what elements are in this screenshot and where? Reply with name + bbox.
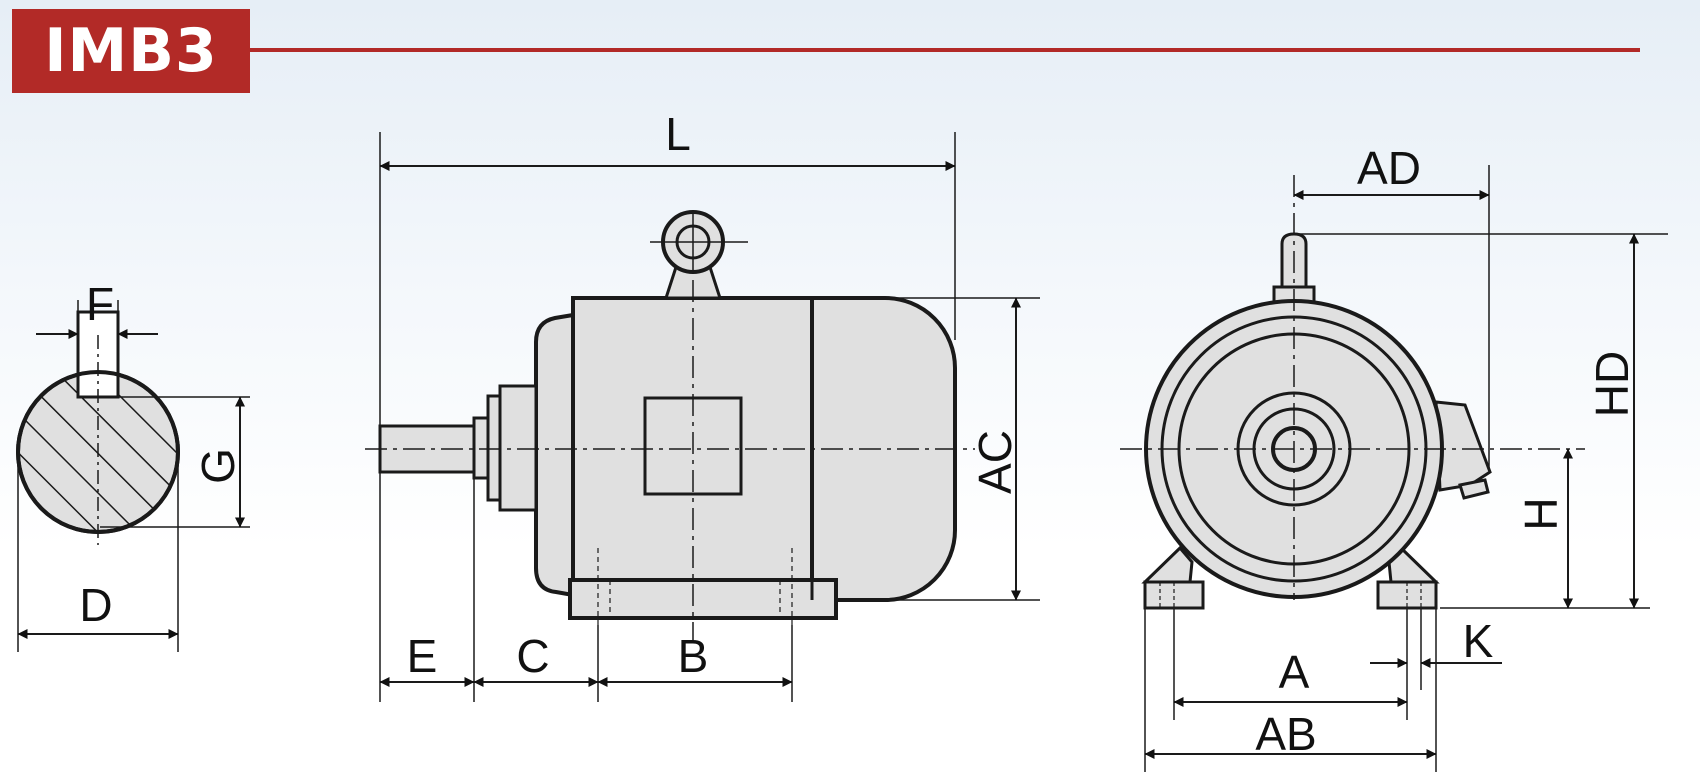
dim-label-E: E: [407, 630, 438, 682]
dim-label-AD: AD: [1357, 142, 1421, 194]
dim-label-D: D: [79, 579, 112, 631]
title-badge: IMB3: [12, 9, 250, 93]
dim-label-C: C: [516, 630, 549, 682]
dim-label-H: H: [1515, 497, 1567, 530]
motor-front-view: [1120, 165, 1668, 772]
dim-label-F: F: [86, 278, 114, 330]
dim-label-HD: HD: [1586, 351, 1638, 417]
dim-label-G: G: [192, 448, 244, 484]
dim-label-A: A: [1279, 646, 1310, 698]
motor-side-view: [365, 132, 1040, 702]
dim-label-B: B: [678, 630, 709, 682]
shaft-section-view: [16, 300, 250, 652]
dim-label-L: L: [665, 108, 691, 160]
title-rule: [250, 48, 1640, 52]
dim-label-K: K: [1463, 615, 1494, 667]
dim-label-AC: AC: [969, 430, 1021, 494]
dim-label-AB: AB: [1255, 708, 1316, 760]
